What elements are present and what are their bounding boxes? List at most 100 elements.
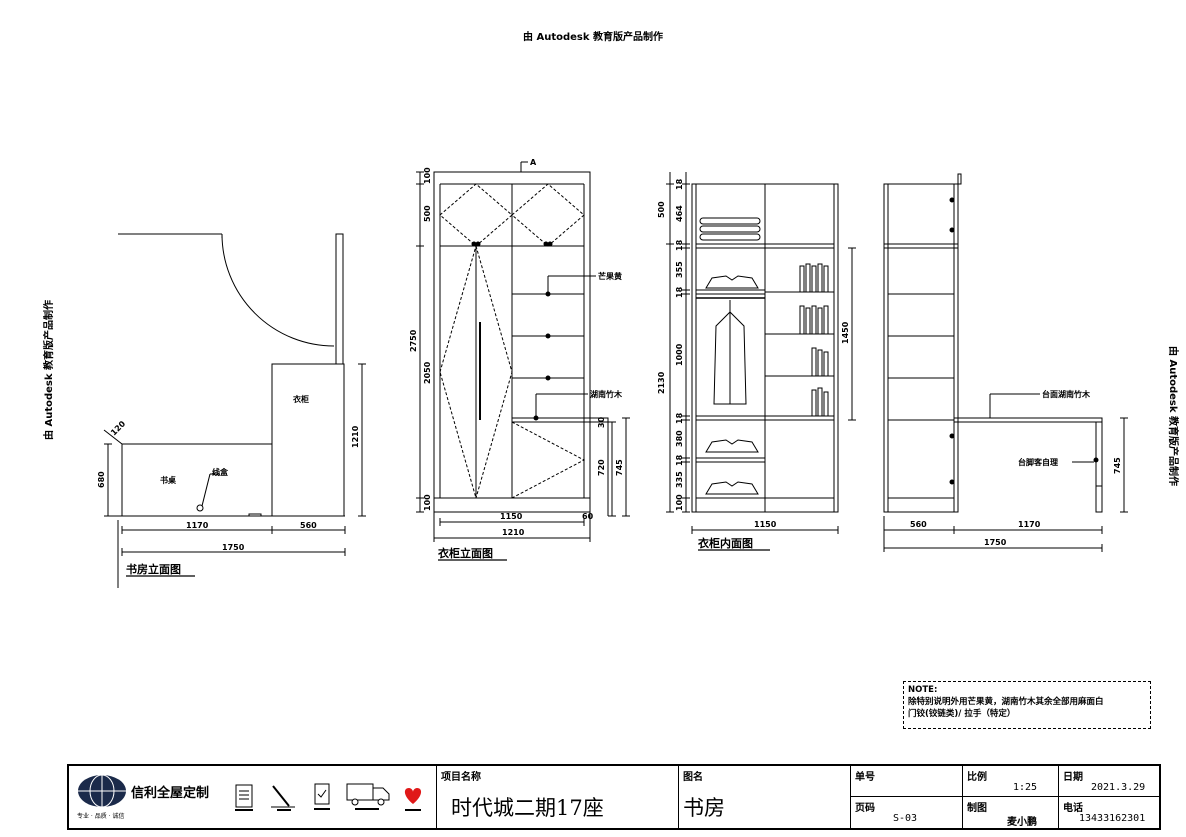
order-label: 单号	[855, 772, 875, 783]
dim-2750: 2750	[409, 329, 418, 352]
dim-500: 500	[657, 201, 666, 218]
dim-120: 120	[109, 419, 127, 437]
title-block: 专业 · 品质 · 诚信 信利全屋定制 项目名称 时代城二期17座 图名 书房 …	[67, 764, 1161, 830]
wardrobe-elevation	[416, 161, 630, 561]
dim-560: 560	[300, 521, 317, 530]
note-line-2: 门铰(铰链类)/ 拉手（特定）	[908, 709, 1016, 719]
brand-name: 信利全屋定制	[131, 786, 210, 801]
wardrobe-side-block	[271, 363, 345, 517]
scale-cell: 比例 1:25	[963, 766, 1059, 797]
dim-680: 680	[97, 471, 106, 488]
scale-label: 比例	[967, 772, 987, 783]
project-cell: 项目名称 时代城二期17座	[437, 766, 679, 828]
drawing-value: 书房	[683, 796, 725, 820]
door-swing-arc	[221, 233, 335, 347]
dim-1000: 1000	[675, 343, 684, 366]
dim-1150: 1150	[500, 512, 523, 521]
dim-30: 30	[597, 416, 606, 428]
scale-value: 1:25	[1013, 782, 1038, 793]
wall-section	[335, 233, 344, 365]
phone-value: 13433162301	[1079, 813, 1146, 824]
dim-464: 464	[675, 205, 684, 222]
wardrobe-interior	[666, 172, 856, 551]
project-value: 时代城二期17座	[451, 796, 604, 820]
title-study: 书房立面图	[126, 562, 181, 576]
order-cell: 单号	[851, 766, 963, 797]
label-desktop-bamboo: 台面湖南竹木	[1042, 389, 1091, 399]
dim-745: 745	[1113, 457, 1122, 474]
label-desk: 书桌	[160, 475, 177, 485]
dim-120-leader	[103, 429, 123, 445]
drafter-value: 麦小鹏	[1007, 817, 1037, 828]
label-desk-leg: 台脚客自理	[1018, 457, 1058, 467]
dim-100-bottom: 100	[423, 494, 432, 511]
dim-500: 500	[423, 205, 432, 222]
desk-board	[953, 417, 1103, 423]
dim-18-d: 18	[675, 412, 684, 424]
dim-1210: 1210	[502, 528, 525, 537]
title-interior: 衣柜内面图	[698, 536, 753, 550]
label-cable-box: 线盒	[212, 467, 229, 477]
drawing-name-cell: 图名 书房	[679, 766, 851, 828]
hanging-coat-icon	[713, 300, 747, 405]
desk-leg	[1095, 421, 1103, 513]
label-wardrobe: 衣柜	[293, 394, 309, 404]
dim-380: 380	[675, 430, 684, 447]
date-value: 2021.3.29	[1091, 782, 1146, 793]
dim-1170: 1170	[186, 521, 209, 530]
dim-2130: 2130	[657, 371, 666, 394]
phone-cell: 电话 13433162301	[1059, 797, 1159, 828]
books-icon	[799, 263, 829, 417]
dim-335: 335	[675, 471, 684, 488]
dim-60: 60	[582, 512, 594, 521]
dim-355: 355	[675, 261, 684, 278]
note-box: NOTE: 除特别说明外用芒果黄，湖南竹木其余全部用麻面白 门铰(铰链类)/ 拉…	[903, 681, 1151, 729]
study-elevation	[103, 233, 366, 588]
date-label: 日期	[1063, 772, 1083, 783]
note-line-1: 除特别说明外用芒果黄，湖南竹木其余全部用麻面白	[908, 697, 1104, 707]
dim-18-e: 18	[675, 454, 684, 466]
dim-1750: 1750	[222, 543, 245, 552]
dim-2050: 2050	[423, 361, 432, 384]
note-head: NOTE:	[908, 685, 938, 695]
side-elevation	[883, 173, 1128, 552]
drafter-label: 制图	[967, 803, 987, 814]
title-wardrobe: 衣柜立面图	[438, 546, 493, 560]
delivery-truck-icon	[346, 783, 390, 810]
dim-1450: 1450	[841, 321, 850, 344]
phone-label: 电话	[1063, 803, 1083, 814]
brand-subtitle: 专业 · 品质 · 诚信	[77, 813, 125, 820]
dim-720: 720	[597, 459, 606, 476]
dim-1170: 1170	[1018, 520, 1041, 529]
page-cell: 页码 S-03	[851, 797, 963, 828]
dim-18-b: 18	[675, 239, 684, 251]
dim-745: 745	[615, 459, 624, 476]
ruler-icon	[271, 785, 295, 811]
drawing-canvas: 书桌 线盒 衣柜 1170 560 1750 680 1210 120 书房立面…	[97, 158, 1128, 588]
page-value: S-03	[893, 813, 918, 824]
folded-shirt-icon	[705, 275, 759, 495]
dim-1750: 1750	[984, 538, 1007, 547]
brand-cell: 专业 · 品质 · 诚信 信利全屋定制	[69, 766, 437, 828]
dim-100: 100	[675, 494, 684, 511]
heart-icon	[404, 788, 422, 811]
label-bamboo: 湖南竹木	[590, 389, 623, 399]
label-mango-yellow: 芒果黄	[598, 271, 622, 281]
watermark-top: 由 Autodesk 教育版产品制作	[522, 32, 663, 43]
document-icon	[235, 784, 253, 811]
clipboard-icon	[314, 783, 330, 810]
dim-560: 560	[910, 520, 927, 529]
page-label: 页码	[855, 803, 875, 814]
cable-box-symbol	[196, 504, 204, 512]
date-cell: 日期 2021.3.29	[1059, 766, 1159, 797]
project-label: 项目名称	[441, 772, 481, 783]
dim-18-c: 18	[675, 286, 684, 298]
towel-stack-icon	[699, 217, 761, 241]
drawing-label: 图名	[683, 772, 703, 783]
drafter-cell: 制图 麦小鹏	[963, 797, 1059, 828]
dim-1150: 1150	[754, 520, 777, 529]
dim-1210: 1210	[351, 425, 360, 448]
dim-100-top: 100	[423, 167, 432, 184]
brand-logo-icon	[78, 774, 126, 808]
marker-a: A	[530, 158, 537, 167]
